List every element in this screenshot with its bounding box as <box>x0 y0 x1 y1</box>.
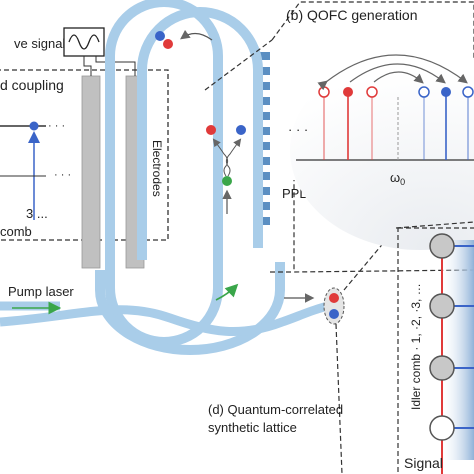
lattice-dots: · · · <box>48 120 65 132</box>
bus-waveguide <box>0 299 341 336</box>
output-signal-photon <box>329 309 339 319</box>
microwave-source: ve signal <box>14 27 136 76</box>
output-pair <box>323 287 345 325</box>
coupling-heading: d coupling <box>0 77 64 93</box>
signal-label: Signal <box>404 455 443 471</box>
coupling-ellipsis: · · · <box>54 169 71 181</box>
signal-output-photon <box>236 125 246 135</box>
comb-lines <box>323 96 469 160</box>
lattice-heading-line2: synthetic lattice <box>208 420 297 435</box>
signal-mode-node <box>29 121 39 131</box>
signal-mode-empty <box>462 86 474 98</box>
spdc-process <box>206 125 246 214</box>
idler-mode-filled <box>343 87 353 97</box>
signal-mode-filled <box>441 87 451 97</box>
lattice-panel: Idler comb · 1, ·2, ·3, … Signal <box>395 221 474 474</box>
qofc-heading: (b) QOFC generation <box>286 7 418 23</box>
outer-ring-top <box>137 7 263 260</box>
signal-photon <box>155 31 165 41</box>
comb-index-label: 3 ... <box>26 206 48 221</box>
idler-photon <box>163 39 173 49</box>
electrode-left <box>81 75 101 269</box>
signal-generator-box <box>63 27 105 57</box>
pump-laser-label: Pump laser <box>8 284 74 299</box>
comb-label: comb <box>0 224 32 239</box>
lattice-node-empty <box>429 415 455 441</box>
electrodes-label: Electrodes <box>150 140 164 197</box>
microwave-signal-label: ve signal <box>14 36 65 51</box>
ppln-stripes <box>260 52 270 225</box>
qofc-ellipsis: · · · <box>288 122 308 137</box>
qofc-panel: (b) QOFC generation · · · ω0 <box>271 1 474 273</box>
idler-mode-empty <box>318 86 330 98</box>
signal-mode-empty <box>418 86 430 98</box>
sine-wave-icon <box>68 34 100 50</box>
idler-mode-empty <box>366 86 378 98</box>
electrodes: Electrodes <box>81 75 164 269</box>
pump-photon <box>222 176 232 186</box>
omega0-label: ω0 <box>390 170 405 187</box>
lattice-node <box>429 293 455 319</box>
lattice-node <box>429 355 455 381</box>
lattice-node <box>429 233 455 259</box>
output-idler-photon <box>329 293 339 303</box>
idler-output-photon <box>206 125 216 135</box>
idler-comb-label: Idler comb · 1, ·2, ·3, … <box>409 283 423 410</box>
lattice-heading-line1: (d) Quantum-correlated <box>208 402 343 417</box>
coupling-panel: d coupling · · · · · · 3 ... comb <box>0 69 169 241</box>
